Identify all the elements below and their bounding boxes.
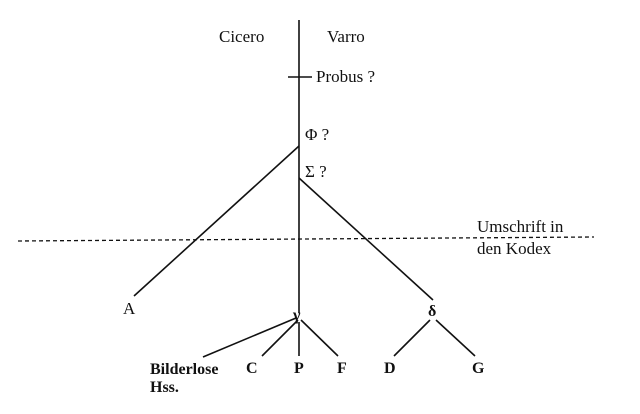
branch-delta-to-g [435, 319, 476, 357]
bilderlose-label-line-2: Hss. [150, 379, 179, 396]
annotation-line-1: Umschrift in [477, 217, 564, 236]
node-f-label: F [337, 360, 347, 377]
node-p-label: P [294, 360, 304, 377]
node-g-label: G [472, 360, 485, 377]
phi-label: Φ ? [305, 125, 329, 144]
transcription-dashed-line [17, 236, 595, 242]
branch-delta-to-d [393, 319, 431, 357]
branch-phi-to-a [133, 145, 300, 297]
node-d-label: D [384, 360, 396, 377]
annotation-line-2: den Kodex [477, 239, 552, 258]
probus-label: Probus ? [316, 67, 375, 86]
bilderlose-label-line-1: Bilderlose [150, 361, 218, 378]
varro-label: Varro [327, 27, 365, 46]
cicero-label: Cicero [219, 27, 264, 46]
branch-gamma-to-bilderlose [202, 317, 297, 358]
node-gamma-label: γ [292, 307, 301, 324]
sigma-label: Σ ? [305, 162, 327, 181]
node-c-label: C [246, 360, 258, 377]
node-delta-label: δ [428, 303, 436, 320]
node-a-label: A [123, 299, 136, 318]
branch-sigma-to-delta [298, 177, 434, 301]
branch-gamma-to-c [261, 319, 299, 357]
branch-gamma-to-f [300, 319, 339, 357]
